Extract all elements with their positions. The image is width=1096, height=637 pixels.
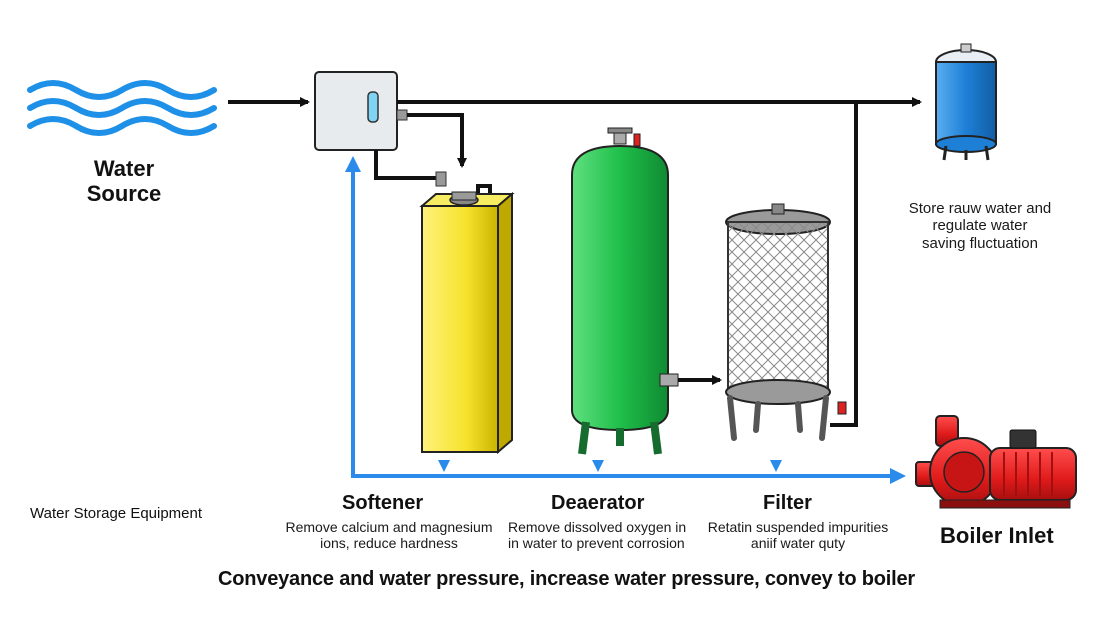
storage-tank-icon	[935, 43, 997, 161]
softener-desc-line1: Remove calcium and magnesium	[285, 519, 493, 535]
softener-title: Softener	[342, 492, 424, 514]
blue-down-markers	[438, 460, 782, 472]
water-source-line2: Source	[86, 181, 162, 207]
pipe-box-loop	[374, 150, 438, 180]
filter-desc-line1: Retatin suspended impurities	[707, 519, 889, 535]
storage-desc-line1: Store rauw water and	[908, 200, 1052, 217]
filter-title: Filter	[763, 492, 812, 514]
softener-desc-line2: ions, reduce hardness	[320, 535, 458, 552]
boiler-inlet-label: Boiler Inlet	[940, 523, 1054, 548]
water-waves-icon	[27, 80, 217, 136]
deaerator-tank-icon	[571, 127, 679, 455]
softener-tank-icon	[419, 191, 515, 455]
deaerator-title: Deaerator	[551, 492, 645, 514]
deaerator-desc-line2: in water to prevent corrosion	[508, 535, 685, 552]
storage-description: Store rauw water and regulate water savi…	[880, 200, 1080, 252]
softener-description: Remove calcium and magnesium ions, reduc…	[274, 519, 504, 551]
pipe-to-softener	[407, 113, 467, 168]
pipe-to-filter-return	[830, 102, 858, 427]
storage-desc-line3: saving fluctuation	[922, 234, 1038, 252]
water-storage-equipment-label: Water Storage Equipment	[30, 505, 203, 522]
footer-caption: Conveyance and water pressure, increase …	[218, 568, 916, 590]
deaerator-description: Remove dissolved oxygen in in water to p…	[508, 519, 698, 551]
water-source-line1: Water	[93, 156, 155, 181]
deaerator-desc-line1: Remove dissolved oxygen in	[508, 519, 687, 535]
blue-flow-loop	[351, 168, 894, 478]
pump-icon	[915, 415, 1077, 509]
control-box-icon	[314, 71, 408, 151]
filter-icon	[725, 203, 831, 441]
blue-arrow-up	[345, 156, 361, 172]
filter-desc-line2: aniif water quty	[750, 535, 846, 552]
blue-arrow-pump	[890, 468, 906, 484]
filter-description: Retatin suspended impurities aniif water…	[700, 519, 896, 551]
storage-desc-line2: regulate water	[932, 217, 1028, 235]
water-source-label: Water Source	[74, 156, 174, 207]
